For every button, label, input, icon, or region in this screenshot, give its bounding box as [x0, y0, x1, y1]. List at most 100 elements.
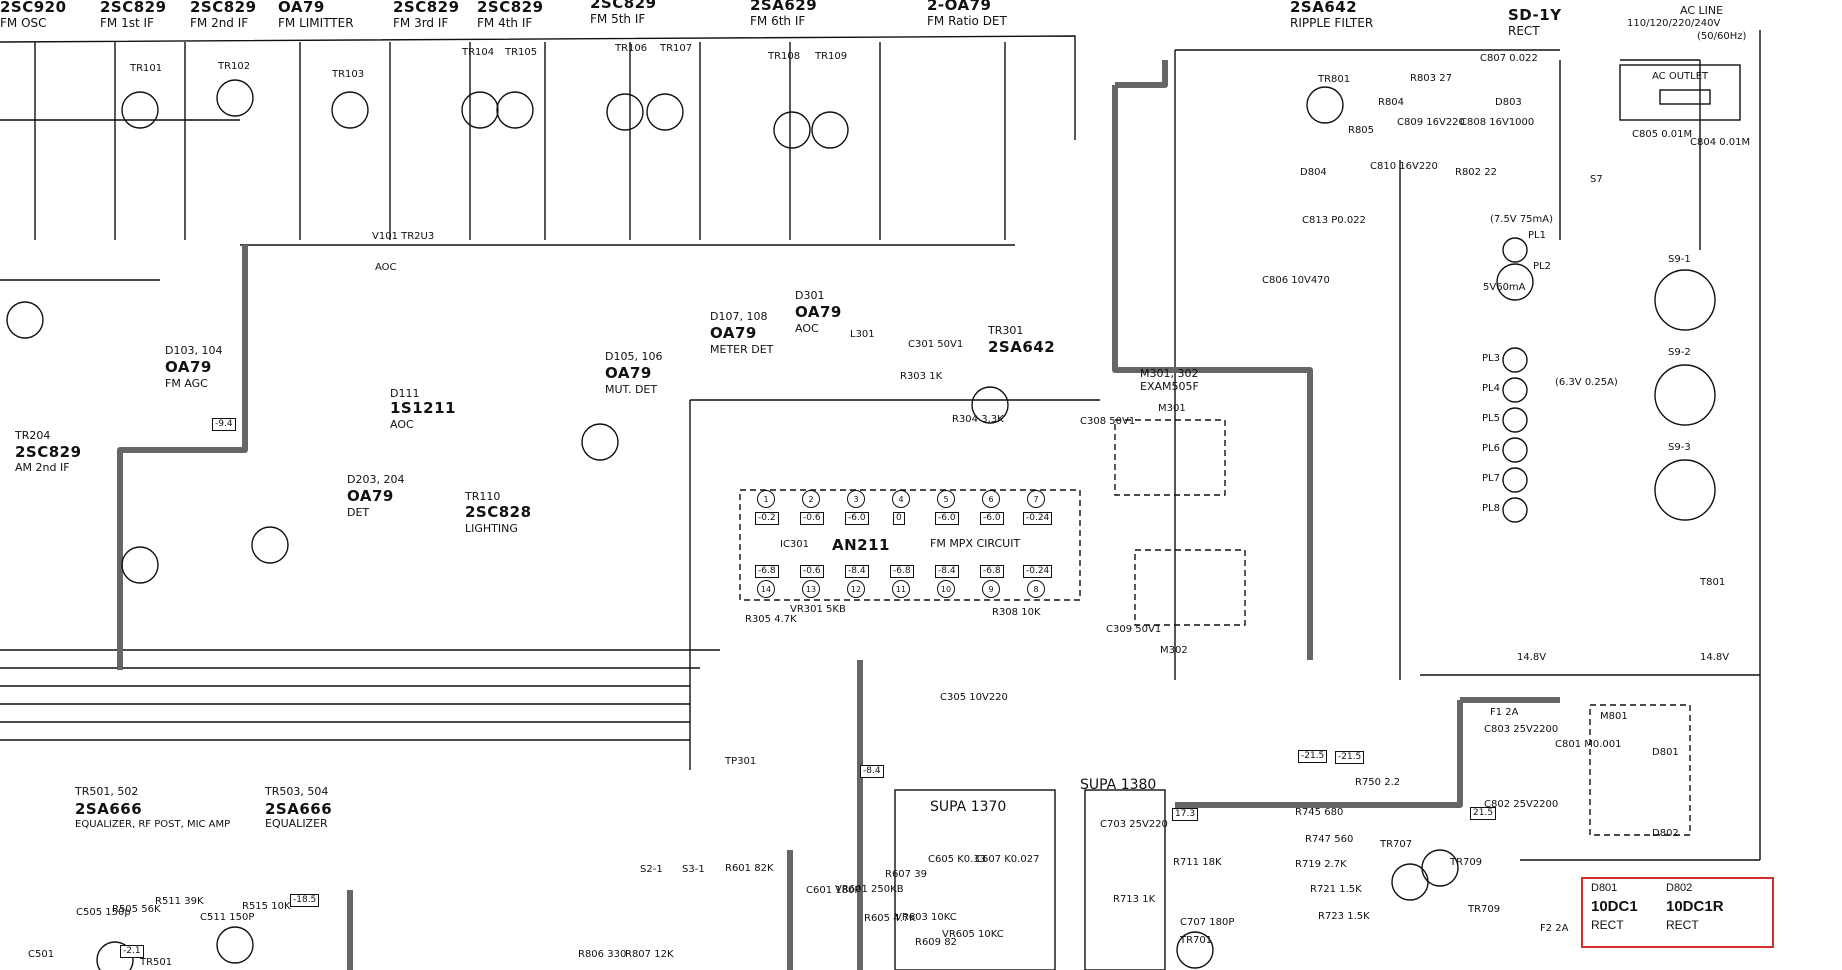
header-type: 2SC829 — [100, 0, 167, 16]
switch-label: S9-2 — [1668, 347, 1691, 358]
block-type: OA79 — [605, 364, 652, 382]
component-label: R805 — [1348, 125, 1375, 136]
component-label: R750 2.2 — [1355, 777, 1401, 788]
ic-pin-top: 4 — [892, 490, 910, 508]
header-function: FM 3rd IF — [393, 16, 449, 30]
component-label: TR103 — [332, 69, 365, 80]
component-label: D802 — [1652, 828, 1679, 839]
component-label: C809 16V220 — [1397, 117, 1465, 128]
component-label: 5V60mA — [1483, 282, 1526, 293]
header-function: FM 4th IF — [477, 16, 533, 30]
rail-voltage: -18.5 — [290, 894, 320, 907]
header-type: 2SC829 — [393, 0, 460, 16]
component-label: (7.5V 75mA) — [1490, 214, 1554, 225]
ic-pin-bottom: 10 — [937, 580, 955, 598]
component-label: C803 25V2200 — [1484, 724, 1559, 735]
block-type: OA79 — [795, 303, 842, 321]
ic-pin-top: 6 — [982, 490, 1000, 508]
d802-function: RECT — [1666, 918, 1699, 932]
component-label: VR605 10KC — [942, 929, 1004, 940]
component-label: C707 180P — [1180, 917, 1235, 928]
component-label: F1 2A — [1490, 707, 1519, 718]
component-label: C805 0.01M — [1632, 129, 1693, 140]
component-label: TR106 — [615, 43, 648, 54]
component-label: C505 150p — [76, 907, 131, 918]
block-type: OA79 — [165, 358, 212, 376]
component-label: R806 330 — [578, 949, 627, 960]
rail-voltage: 14.8V — [1517, 652, 1547, 663]
header-function: RECT — [1508, 24, 1540, 38]
component-label: R713 1K — [1113, 894, 1156, 905]
block-ref: D105, 106 — [605, 350, 663, 363]
component-label: C605 K0.33 — [928, 854, 987, 865]
component-label: C511 150P — [200, 912, 255, 923]
block-ref: M301, 302 — [1140, 367, 1199, 380]
component-label: R305 4.7K — [745, 614, 797, 625]
component-label: TR102 — [218, 61, 251, 72]
component-label: R807 12K — [625, 949, 674, 960]
block-ref: D111 — [390, 387, 420, 400]
ic-pin-voltage: -8.4 — [935, 565, 959, 578]
component-label: C305 10V220 — [940, 692, 1008, 703]
block-ref: D103, 104 — [165, 344, 223, 357]
component-label: S2-1 — [640, 864, 663, 875]
component-label: C309 50V1 — [1106, 624, 1162, 635]
ic-pin-voltage: -0.6 — [800, 512, 824, 525]
header-type: 2SC829 — [590, 0, 657, 12]
rail-voltage: -2.1 — [120, 945, 144, 958]
ic-pin-bottom: 13 — [802, 580, 820, 598]
component-label: TR709 — [1450, 857, 1483, 868]
header-type: 2SC920 — [0, 0, 67, 16]
component-label: R747 560 — [1305, 834, 1354, 845]
block-ref: D301 — [795, 289, 825, 302]
module-label: SUPA 1380 — [1080, 777, 1157, 793]
lamp-label: PL7 — [1482, 473, 1500, 484]
module-label: SUPA 1370 — [930, 799, 1007, 815]
header-function: RIPPLE FILTER — [1290, 16, 1374, 30]
component-label: C813 P0.022 — [1302, 215, 1366, 226]
component-label: R609 82 — [915, 937, 957, 948]
block-ref: TR503, 504 — [265, 785, 329, 798]
block-type: 1S1211 — [390, 399, 456, 417]
header-function: FM 1st IF — [100, 16, 154, 30]
block-type: 2SA642 — [988, 338, 1056, 356]
lamp-label: PL3 — [1482, 353, 1500, 364]
header-function: FM Ratio DET — [927, 14, 1007, 28]
header-function: FM LIMITTER — [278, 16, 354, 30]
ic-pin-voltage: -6.8 — [890, 565, 914, 578]
component-label: AOC — [375, 262, 397, 273]
rail-voltage: -8.4 — [860, 765, 884, 778]
component-label: C806 10V470 — [1262, 275, 1330, 286]
ic-pin-bottom: 12 — [847, 580, 865, 598]
component-label: TR701 — [1180, 935, 1213, 946]
diode-callout-box: D801 10DC1 RECT D802 10DC1R RECT — [1581, 877, 1774, 948]
lamp-label: PL8 — [1482, 503, 1500, 514]
component-label: C301 50V1 — [908, 339, 964, 350]
component-label: TR109 — [815, 51, 848, 62]
component-label: C607 K0.027 — [975, 854, 1040, 865]
switch-label: S9-1 — [1668, 254, 1691, 265]
block-ref: TR301 — [988, 324, 1024, 337]
block-function: AM 2nd IF — [15, 461, 70, 474]
component-label: R601 82K — [725, 863, 774, 874]
ic-pin-voltage: -0.2 — [755, 512, 779, 525]
component-label: D804 — [1300, 167, 1327, 178]
component-label: D803 — [1495, 97, 1522, 108]
ic-pin-voltage: 0 — [893, 512, 905, 525]
ic-pin-voltage: -6.8 — [980, 565, 1004, 578]
ic-function: FM MPX CIRCUIT — [930, 537, 1021, 550]
ic-pin-top: 3 — [847, 490, 865, 508]
component-label: C807 0.022 — [1480, 53, 1538, 64]
component-label: R308 10K — [992, 607, 1041, 618]
ic-pin-bottom: 8 — [1027, 580, 1045, 598]
component-label: F2 2A — [1540, 923, 1569, 934]
component-label: M801 — [1600, 711, 1628, 722]
component-label: C703 25V220 — [1100, 819, 1168, 830]
ic-pin-bottom: 9 — [982, 580, 1000, 598]
component-label: C501 — [28, 949, 55, 960]
component-label: TR101 — [130, 63, 163, 74]
component-label: TR501 — [140, 957, 173, 968]
rail-voltage: -21.5 — [1298, 750, 1328, 763]
lamp-label: PL4 — [1482, 383, 1500, 394]
component-label: R723 1.5K — [1318, 911, 1370, 922]
